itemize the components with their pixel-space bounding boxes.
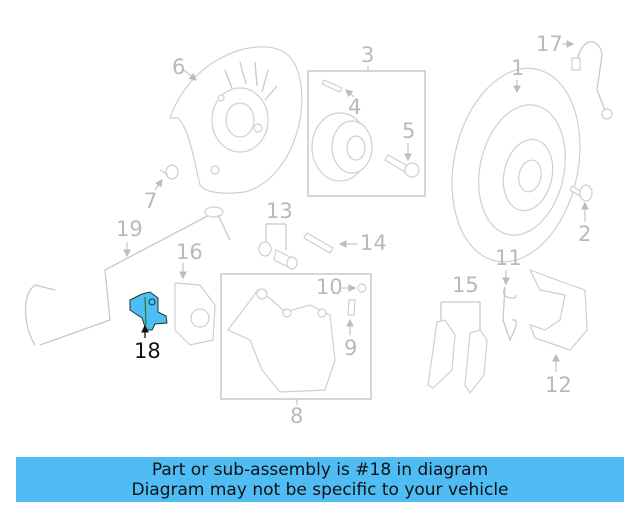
actuator-motor-part[interactable] xyxy=(174,282,216,346)
hub-bearing-part[interactable] xyxy=(311,112,373,182)
spring-clip-part[interactable] xyxy=(502,286,517,342)
callout-3: 3 xyxy=(361,43,374,67)
dust-shield-part[interactable] xyxy=(169,46,303,194)
callout-4: 4 xyxy=(348,95,361,119)
screw-7-part[interactable] xyxy=(159,164,179,180)
banner-line-part-number: Part or sub-assembly is #18 in diagram xyxy=(151,460,489,480)
cap-10-part[interactable] xyxy=(357,283,367,293)
guide-pin-part[interactable] xyxy=(303,232,334,254)
callout-13: 13 xyxy=(266,199,293,223)
hub-assembly-box xyxy=(307,70,426,197)
bleeder-9-part[interactable] xyxy=(347,299,356,316)
callout-15: 15 xyxy=(452,273,479,297)
banner-line-disclaimer: Diagram may not be specific to your vehi… xyxy=(131,480,509,500)
callout-5: 5 xyxy=(402,119,415,143)
callout-6: 6 xyxy=(172,55,185,79)
callout-12: 12 xyxy=(545,373,572,397)
info-banner: Part or sub-assembly is #18 in diagram D… xyxy=(16,457,624,502)
callout-18: 18 xyxy=(134,339,161,363)
callout-11: 11 xyxy=(495,246,522,270)
callout-1: 1 xyxy=(511,56,524,80)
brake-hose-part[interactable] xyxy=(571,41,613,120)
brake-pads-part[interactable] xyxy=(427,319,488,395)
callout-2: 2 xyxy=(578,222,591,246)
callout-19: 19 xyxy=(116,217,143,241)
brake-rotor-part[interactable] xyxy=(435,56,597,273)
screw-2-part[interactable] xyxy=(569,184,593,202)
callout-8: 8 xyxy=(290,404,303,428)
callout-14: 14 xyxy=(360,231,387,255)
callout-7: 7 xyxy=(144,189,157,213)
caliper-bracket-part[interactable] xyxy=(528,268,588,351)
bolt-4-part[interactable] xyxy=(321,79,343,93)
callout-10: 10 xyxy=(316,275,343,299)
callout-17: 17 xyxy=(536,32,563,56)
abs-sensor-part-highlighted[interactable] xyxy=(129,291,168,331)
guide-bushing-part[interactable] xyxy=(258,241,298,270)
callout-16: 16 xyxy=(176,240,203,264)
callout-9: 9 xyxy=(344,336,357,360)
caliper-part[interactable] xyxy=(227,288,336,393)
caliper-assembly-box xyxy=(220,273,372,400)
bolt-5-part[interactable] xyxy=(384,154,420,178)
abs-wire-part[interactable] xyxy=(24,206,231,346)
parts-diagram: 6 7 3 4 5 1 2 1 xyxy=(24,32,613,428)
